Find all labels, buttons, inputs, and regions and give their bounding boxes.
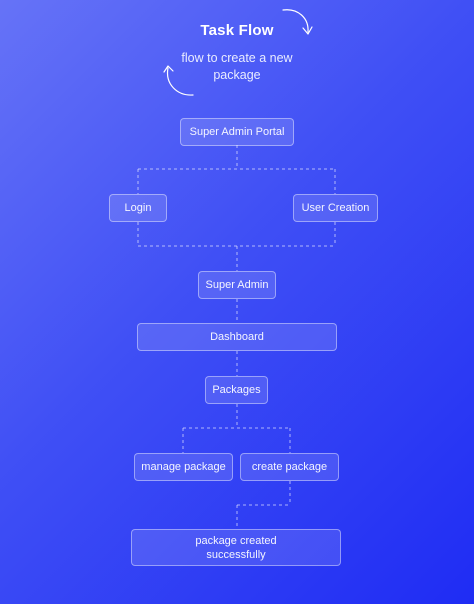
node-super-admin: Super Admin [198, 271, 276, 299]
node-user-creation: User Creation [293, 194, 378, 222]
node-dashboard: Dashboard [137, 323, 337, 351]
diagram-title: Task Flow [200, 22, 274, 39]
node-label: manage package [141, 461, 226, 473]
node-label: Super Admin [205, 279, 269, 291]
curved-arrow-top-head-icon [302, 26, 313, 35]
node-label: User Creation [301, 202, 370, 214]
node-label: Dashboard [210, 331, 264, 343]
node-package-created: package created successfully [131, 529, 341, 566]
node-create-package: create package [240, 453, 339, 481]
curved-arrow-bottom-icon [166, 67, 194, 96]
node-label: Login [124, 202, 152, 214]
node-label: Super Admin Portal [189, 126, 285, 138]
node-label: Packages [212, 384, 261, 396]
node-manage-package: manage package [134, 453, 233, 481]
diagram-subtitle: flow to create a new package [181, 51, 293, 82]
node-packages: Packages [205, 376, 268, 404]
node-login: Login [109, 194, 167, 222]
node-super-admin-portal: Super Admin Portal [180, 118, 294, 146]
node-label: package created successfully [195, 534, 277, 561]
curved-arrow-bottom-head-icon [163, 65, 174, 73]
node-label: create package [251, 461, 328, 473]
curved-arrow-top-icon [282, 9, 309, 33]
